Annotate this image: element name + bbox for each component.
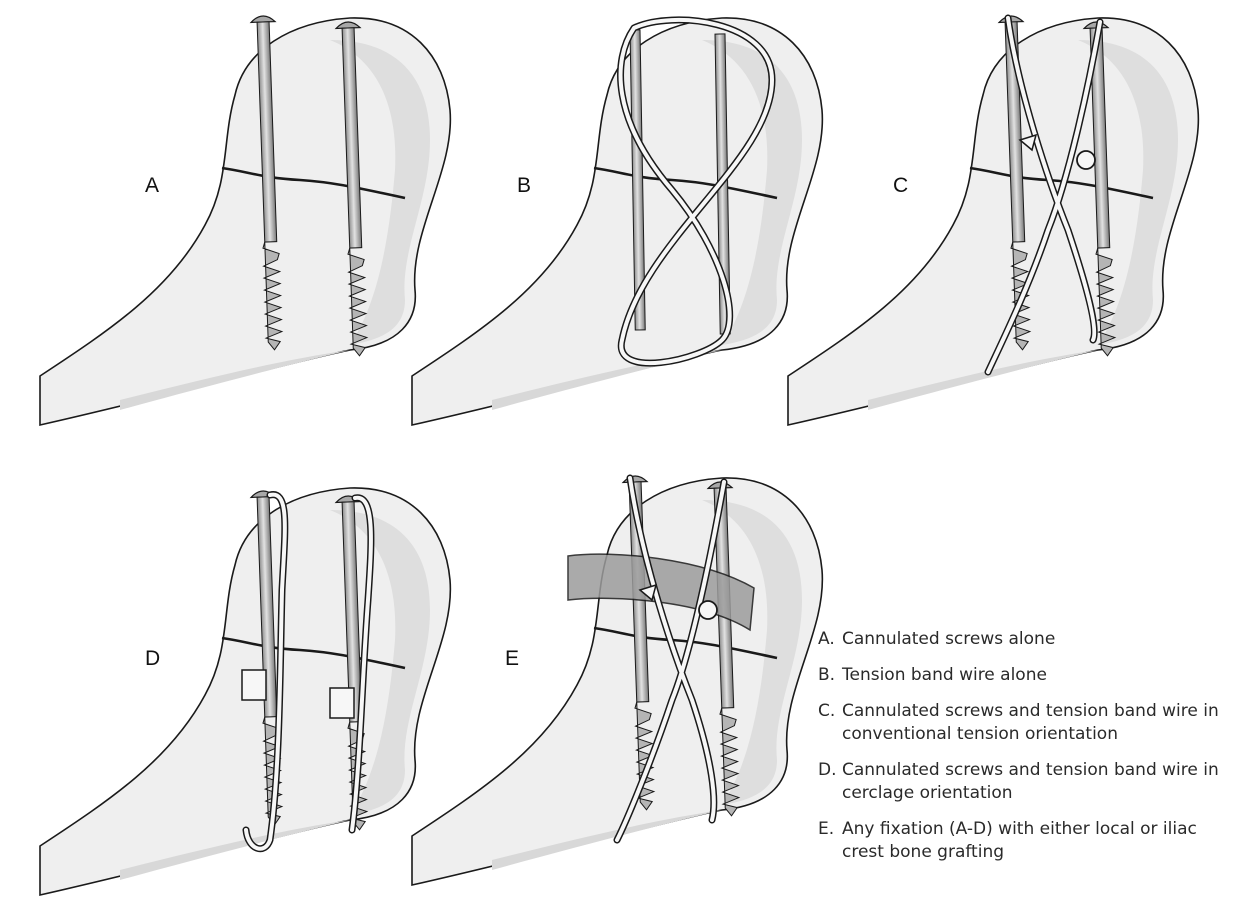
legend-key: E. (818, 818, 842, 864)
legend-text: Cannulated screws and tension band wire … (842, 759, 1243, 805)
panel-label-b: B (517, 174, 531, 197)
panel-a: A (40, 16, 450, 425)
legend-key: C. (818, 700, 842, 746)
legend-item-c: C. Cannulated screws and tension band wi… (818, 700, 1243, 746)
legend-item-e: E. Any fixation (A-D) with either local … (818, 818, 1243, 864)
legend-key: D. (818, 759, 842, 805)
legend-text: Any fixation (A-D) with either local or … (842, 818, 1243, 864)
panel-d: D (40, 488, 450, 895)
legend-item-b: B. Tension band wire alone (818, 664, 1243, 687)
panel-label-d: D (145, 647, 160, 670)
panel-c: C (788, 16, 1198, 425)
legend-key: B. (818, 664, 842, 687)
panel-b: B (412, 18, 822, 425)
legend-text: Tension band wire alone (842, 664, 1243, 687)
panel-label-c: C (893, 174, 908, 197)
panel-label-e: E (505, 647, 519, 670)
legend-key: A. (818, 628, 842, 651)
panel-e: E (412, 476, 822, 885)
legend-item-d: D. Cannulated screws and tension band wi… (818, 759, 1243, 805)
legend-item-a: A. Cannulated screws alone (818, 628, 1243, 651)
panel-label-a: A (145, 174, 159, 197)
legend-text: Cannulated screws alone (842, 628, 1243, 651)
legend-text: Cannulated screws and tension band wire … (842, 700, 1243, 746)
legend: A. Cannulated screws alone B. Tension ba… (818, 628, 1243, 877)
